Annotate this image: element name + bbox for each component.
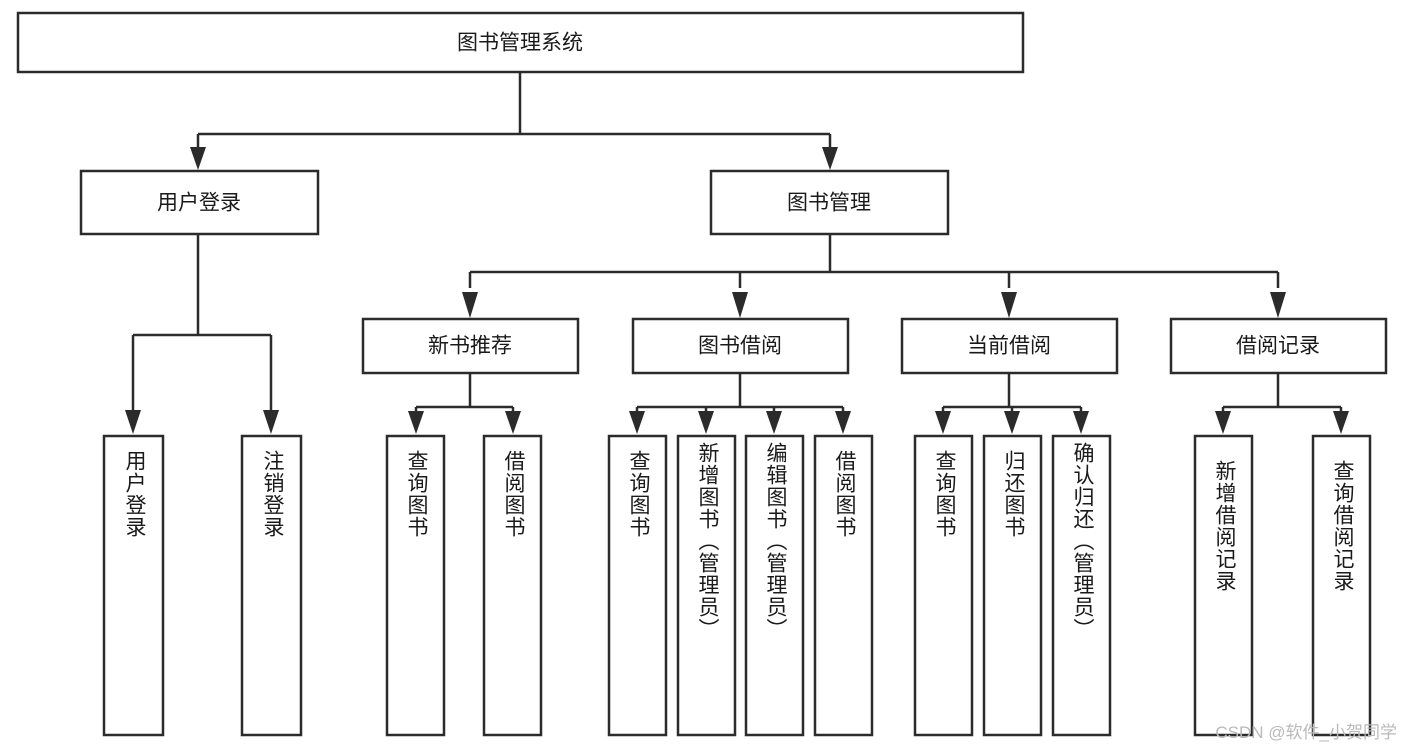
leaf-box-query-book-c[interactable]	[913, 434, 974, 737]
node-borrow-records-label: 借阅记录	[1236, 335, 1320, 358]
leaf-box-edit-book[interactable]	[744, 434, 805, 737]
node-root-label: 图书管理系统	[457, 32, 583, 55]
arrow-to-leaf-query-book-a	[408, 411, 424, 434]
arrow-to-leaf-logout	[263, 410, 279, 434]
arrow-to-book-mgmt	[822, 147, 838, 170]
leaf-box-return-book[interactable]	[982, 434, 1043, 737]
arrow-to-leaf-return-book	[1004, 411, 1020, 434]
node-current-borrow-label: 当前借阅	[967, 335, 1051, 358]
csdn-watermark: CSDN @软件_小贺同学	[1215, 723, 1397, 742]
node-user-login[interactable]: 用户登录	[79, 169, 320, 236]
arrow-to-book-borrow	[732, 292, 748, 318]
leaf-box-user-login[interactable]	[102, 434, 165, 737]
node-borrow-records[interactable]: 借阅记录	[1169, 317, 1388, 375]
leaf-box-logout[interactable]	[240, 434, 303, 737]
arrow-to-leaf-query-book-b	[629, 411, 645, 434]
arrow-to-leaf-add-record	[1215, 411, 1231, 434]
node-new-book-recommend[interactable]: 新书推荐	[361, 317, 580, 375]
node-new-book-recommend-label: 新书推荐	[428, 335, 512, 358]
leaf-box-query-record[interactable]	[1311, 434, 1372, 737]
node-book-management[interactable]: 图书管理	[709, 169, 950, 236]
arrow-to-leaf-user-login	[125, 410, 141, 434]
arrow-to-user-login	[190, 147, 206, 170]
leaf-box-add-book[interactable]	[676, 434, 737, 737]
node-current-borrow[interactable]: 当前借阅	[900, 317, 1119, 375]
arrow-to-leaf-query-record	[1333, 411, 1349, 434]
arrow-to-leaf-borrow-book-a	[505, 411, 521, 434]
leaf-box-borrow-book-b[interactable]	[813, 434, 874, 737]
node-book-management-box[interactable]	[709, 169, 950, 236]
leaf-box-query-book-a[interactable]	[385, 434, 446, 737]
node-book-borrow-box[interactable]	[631, 317, 850, 375]
leaf-box-confirm-return[interactable]	[1051, 434, 1112, 737]
node-user-login-label: 用户登录	[157, 192, 241, 215]
arrow-to-leaf-query-book-c	[935, 411, 951, 434]
leaf-box-query-book-b[interactable]	[607, 434, 668, 737]
arrow-to-leaf-confirm-return	[1073, 411, 1089, 434]
arrow-to-current-borrow	[1001, 292, 1017, 318]
leaf-box-borrow-book-a[interactable]	[482, 434, 543, 737]
arrow-to-leaf-add-book	[698, 411, 714, 434]
arrow-to-borrow-records	[1270, 292, 1286, 318]
node-user-login-box[interactable]	[79, 169, 320, 236]
node-root-box[interactable]	[16, 11, 1025, 74]
node-root[interactable]: 图书管理系统	[16, 11, 1025, 74]
node-book-management-label: 图书管理	[787, 192, 871, 215]
leaf-boxes-layer	[102, 434, 1372, 737]
arrow-to-leaf-borrow-book-b	[835, 411, 851, 434]
leaf-box-add-record[interactable]	[1193, 434, 1254, 737]
node-borrow-records-box[interactable]	[1169, 317, 1388, 375]
arrow-to-leaf-edit-book	[766, 411, 782, 434]
node-book-borrow[interactable]: 图书借阅	[631, 317, 850, 375]
nodes-layer: 图书管理系统 用户登录 图书管理 新书推荐 图书借阅 当前	[16, 11, 1388, 737]
node-new-book-recommend-box[interactable]	[361, 317, 580, 375]
node-book-borrow-label: 图书借阅	[698, 335, 782, 358]
arrow-to-new-books	[462, 292, 478, 318]
node-current-borrow-box[interactable]	[900, 317, 1119, 375]
edges-layer	[125, 72, 1349, 434]
